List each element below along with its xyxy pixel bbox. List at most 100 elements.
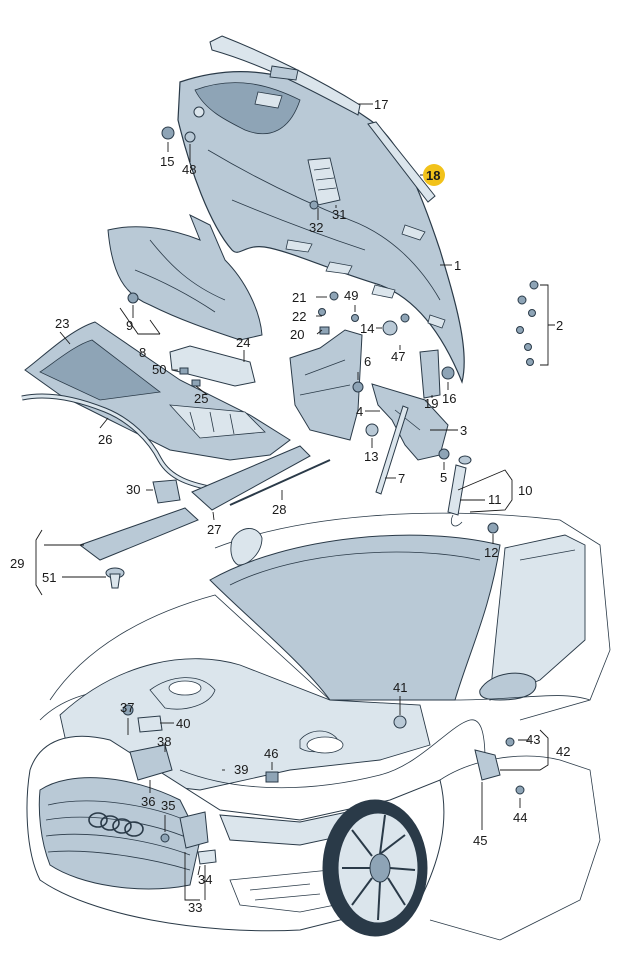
callout-20: 20 [290, 327, 304, 342]
clip-20 [319, 326, 330, 335]
callout-35: 35 [161, 798, 175, 813]
clip-49 [351, 314, 359, 322]
callout-32: 32 [309, 220, 323, 235]
callout-21: 21 [292, 290, 306, 305]
grommet-41 [393, 715, 407, 729]
bolt-2a [529, 280, 539, 290]
callout-42: 42 [556, 744, 570, 759]
bracket-27 [191, 445, 311, 511]
callout-14: 14 [360, 321, 374, 336]
car-hood-edge [49, 594, 591, 701]
callout-38: 38 [157, 734, 171, 749]
callout-41: 41 [393, 680, 407, 695]
side-window [489, 534, 586, 701]
callout-3: 3 [460, 423, 467, 438]
bumper-14 [382, 320, 398, 336]
callout-8: 8 [139, 345, 146, 360]
windshield-glass [209, 534, 501, 701]
callout-40: 40 [176, 716, 190, 731]
callout-46: 46 [264, 746, 278, 761]
callout-51: 51 [42, 570, 56, 585]
callout-10: 10 [518, 483, 532, 498]
bolt-13 [365, 423, 379, 437]
callout-5: 5 [440, 470, 447, 485]
washer-48 [184, 131, 196, 143]
callout-4: 4 [356, 404, 363, 419]
release-cable-path [179, 719, 486, 789]
callout-45: 45 [473, 833, 487, 848]
release-handle-45 [474, 749, 501, 781]
callout-11: 11 [488, 492, 502, 507]
clip-30 [152, 479, 181, 504]
hood-seal-18 [367, 121, 436, 203]
bolt-2f [526, 358, 534, 366]
clip-32 [309, 200, 319, 210]
front-wheel [322, 799, 428, 937]
bracket-40 [137, 715, 163, 733]
cover-panel-24 [169, 345, 256, 387]
callout-22: 22 [292, 309, 306, 324]
callout-47: 47 [391, 349, 405, 364]
clip-51 [105, 567, 125, 589]
car-body [26, 512, 611, 941]
bolt-35 [160, 833, 170, 843]
hood-frame-cutouts [254, 91, 446, 329]
callout-13: 13 [364, 449, 378, 464]
callout-30: 30 [126, 482, 140, 497]
bolt-2b [517, 295, 527, 305]
trim-strip-29 [78, 507, 199, 561]
inner-fender-bracket [289, 329, 363, 441]
bolt-5 [438, 448, 450, 460]
callout-25: 25 [194, 391, 208, 406]
leader-lines [35, 103, 555, 901]
callout-19: 19 [424, 396, 438, 411]
callout-43: 43 [526, 732, 540, 747]
callout-28: 28 [272, 502, 286, 517]
bumper-stop [193, 106, 205, 118]
audi-rings-logo [88, 812, 144, 837]
callout-18: 18 [426, 168, 440, 183]
strut-rod-28 [229, 459, 331, 506]
lock-34 [179, 811, 209, 849]
bolt-22 [318, 308, 326, 316]
highlight-marker-18 [423, 164, 445, 186]
callout-44: 44 [513, 810, 527, 825]
callout-39: 39 [234, 762, 248, 777]
side-mirror [479, 672, 537, 701]
clip-46 [265, 771, 279, 783]
callout-24: 24 [236, 335, 250, 350]
callout-9: 9 [126, 318, 133, 333]
callout-6: 6 [364, 354, 371, 369]
hood-strut-10 [447, 455, 472, 527]
bracket-19 [419, 349, 441, 399]
callout-36: 36 [141, 794, 155, 809]
nut-15 [161, 126, 175, 140]
callout-27: 27 [207, 522, 221, 537]
callout-49: 49 [344, 288, 358, 303]
callout-26: 26 [98, 432, 112, 447]
bolt-37 [122, 704, 134, 716]
bolt-2d [516, 326, 524, 334]
callout-15: 15 [160, 154, 174, 169]
callout-2: 2 [556, 318, 563, 333]
clip-9 [127, 292, 139, 304]
callout-16: 16 [442, 391, 456, 406]
callout-29: 29 [10, 556, 24, 571]
bolt-2e [524, 343, 532, 351]
nut-44 [515, 785, 525, 795]
clip-50 [179, 367, 189, 375]
callout-23: 23 [55, 316, 69, 331]
hood-lock-36 [129, 744, 173, 781]
front-fender [429, 755, 601, 941]
callout-31: 31 [332, 207, 346, 222]
callout-1: 1 [454, 258, 461, 273]
callout-34: 34 [198, 872, 212, 887]
gas-strut [375, 405, 409, 495]
callout-labels: 1 2 3 4 5 6 7 8 9 10 11 12 13 14 15 16 1… [10, 97, 570, 915]
clip-47a [400, 313, 410, 323]
callout-12: 12 [484, 545, 498, 560]
nut-6 [352, 381, 364, 393]
hardware-fasteners [122, 106, 539, 843]
